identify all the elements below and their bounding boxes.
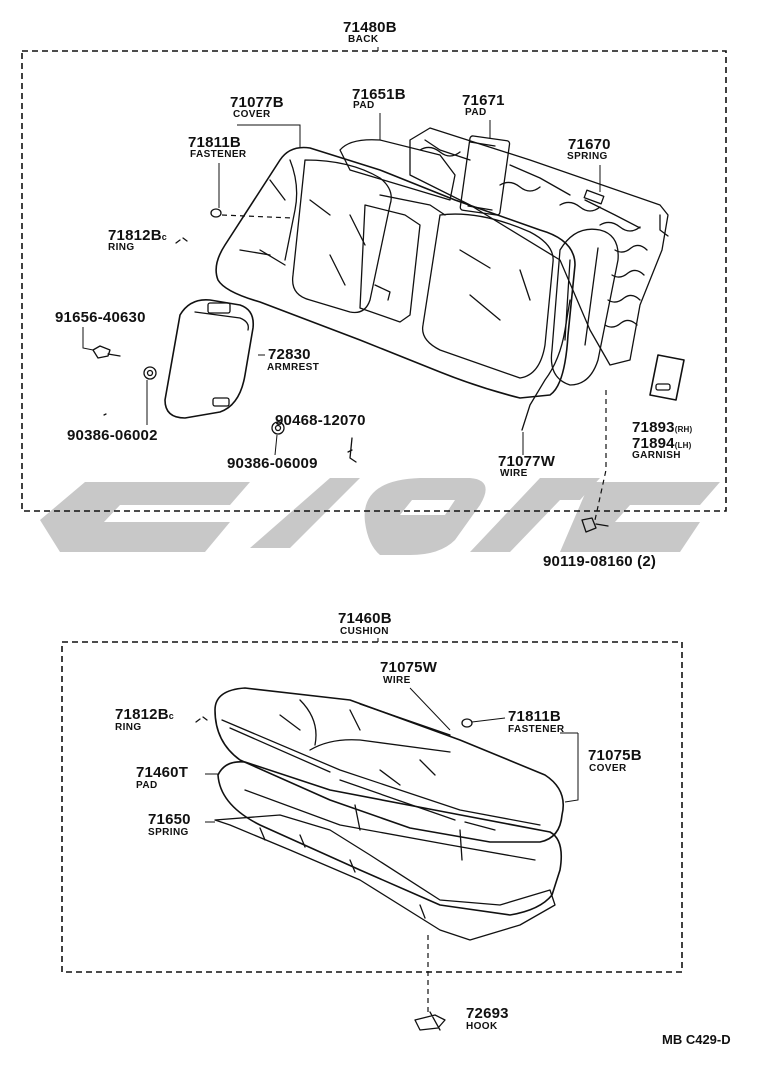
cushion-ring-number-text: 71812B [115, 706, 169, 723]
back-cover-name: COVER [233, 109, 271, 120]
back-fastener-name: FASTENER [190, 149, 247, 160]
garnish-lh-suffix: (LH) [674, 441, 692, 450]
cushion-pad [217, 760, 563, 916]
garnish-rh-number: 71893(RH) [632, 420, 692, 437]
armrest-name: ARMREST [267, 362, 320, 373]
garnish-rh-suffix: (RH) [674, 425, 693, 434]
hook-number: 72693 [466, 1005, 509, 1022]
cushion-assembly-number: 71460B [338, 610, 392, 627]
cushion-cover-name: COVER [589, 763, 627, 774]
cushion-spring-name: SPRING [148, 827, 189, 838]
back-nut-1-number: 90386-06002 [67, 427, 158, 444]
hook-name: HOOK [466, 1021, 498, 1032]
back-assembly-boundary [21, 50, 727, 512]
cushion-cover [214, 687, 564, 843]
cushion-wire-name: WIRE [383, 675, 411, 686]
back-ring-number-text: 71812B [108, 227, 162, 244]
cushion-pad-name: PAD [136, 780, 158, 791]
cushion-ring-suffix: c [168, 711, 174, 721]
garnish-lh-number: 71894(LH) [632, 436, 692, 453]
back-pad-b-name: PAD [353, 100, 375, 111]
armrest [164, 298, 255, 419]
back-wire-number: 71077W [498, 453, 556, 470]
cushion-small-parts [195, 716, 473, 1031]
cushion-ring-number: 71812Bc [115, 707, 174, 724]
watermark-logo [40, 478, 720, 555]
cushion-cover-number: 71075B [588, 747, 642, 764]
armrest-number: 72830 [268, 346, 311, 363]
cushion-spring-frame [214, 814, 556, 941]
cushion-fastener-number: 71811B [508, 708, 561, 725]
cushion-spring-number: 71650 [148, 811, 191, 828]
back-cover [215, 146, 576, 399]
back-pad-number: 71671 [462, 92, 505, 109]
back-pad-name: PAD [465, 107, 487, 118]
back-ring-number: 71812Bc [108, 228, 167, 245]
back-cover-number: 71077B [230, 94, 284, 111]
back-spring-name: SPRING [567, 151, 608, 162]
back-assembly-name: BACK [348, 34, 379, 45]
back-wire-name: WIRE [500, 468, 528, 479]
back-pad-b-number: 71651B [352, 86, 406, 103]
back-small-parts [92, 208, 609, 533]
cushion-ring-name: RING [115, 722, 142, 733]
garnish-name: GARNISH [632, 450, 681, 461]
back-spring-frame [409, 127, 669, 366]
back-assembly-number: 71480B [343, 19, 397, 36]
back-ring-suffix: c [161, 232, 167, 242]
back-spring-number: 71670 [568, 136, 611, 153]
back-fastener-number: 71811B [188, 134, 241, 151]
back-nut-2-number: 90386-06009 [227, 455, 318, 472]
cushion-assembly-name: CUSHION [340, 626, 389, 637]
garnish-rh-number-text: 71893 [632, 419, 675, 436]
back-bolt-number: 91656-40630 [55, 309, 146, 326]
back-ring-name: RING [108, 242, 135, 253]
cushion-fastener-name: FASTENER [508, 724, 565, 735]
back-screw-number: 90119-08160 (2) [543, 553, 657, 570]
cushion-wire-number: 71075W [380, 659, 438, 676]
back-wire [521, 299, 571, 431]
cushion-assembly-boundary [61, 641, 683, 973]
garnish [649, 354, 685, 401]
garnish-lh-number-text: 71894 [632, 435, 675, 452]
cushion-wire [359, 703, 451, 736]
cushion-pad-number: 71460T [136, 764, 189, 781]
figure-reference: MB C429-D [662, 1032, 731, 1047]
back-clip-number: 90468-12070 [275, 412, 366, 429]
